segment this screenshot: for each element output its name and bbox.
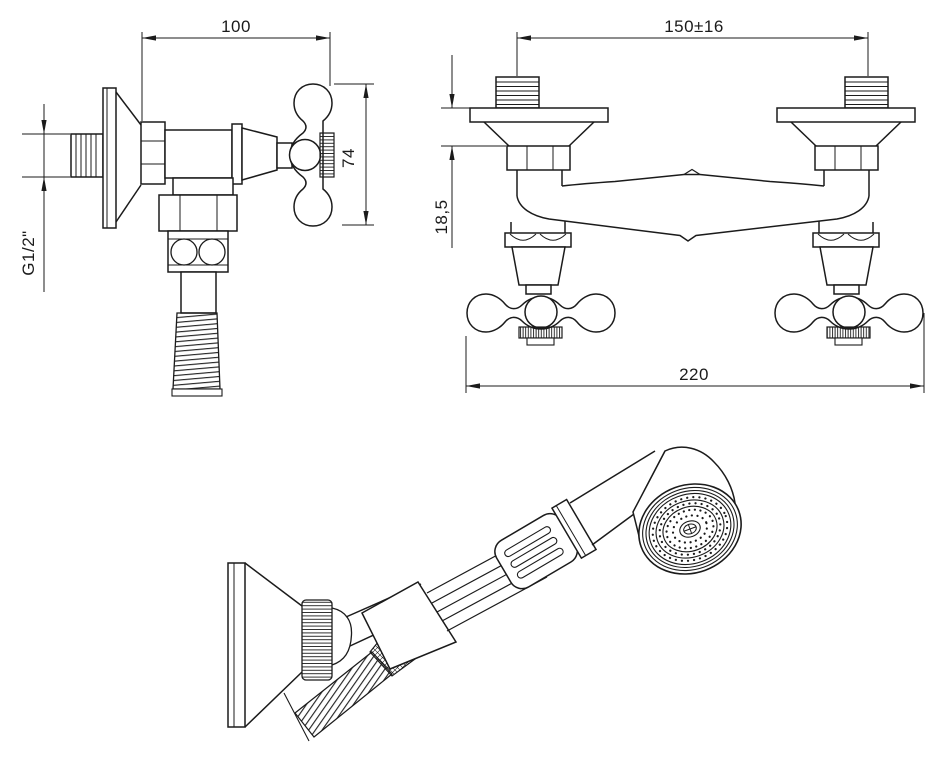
swivel-ball — [331, 607, 353, 666]
arrowhead-icon — [449, 146, 455, 160]
dim-185-label: 18,5 — [432, 199, 451, 234]
escutcheon-left — [469, 107, 609, 171]
valve-left — [466, 232, 616, 346]
cross-handle-side — [288, 83, 335, 227]
wall-bracket — [227, 562, 422, 728]
arrowhead-icon — [363, 84, 369, 98]
dimension-overall-220: 220 — [465, 313, 925, 393]
knurl-ring-side — [319, 132, 335, 178]
wall-escutcheon — [102, 87, 142, 229]
wall-nipple — [70, 133, 104, 178]
hose-break-line — [283, 692, 310, 742]
nozzle-dot-ring — [658, 502, 722, 556]
arrowhead-icon — [363, 211, 369, 225]
dim-220-label: 220 — [679, 365, 709, 384]
arrowhead-icon — [316, 35, 330, 41]
valve-right — [774, 232, 924, 346]
bell-crease — [643, 450, 666, 492]
knurl-ring-bracket — [301, 599, 333, 681]
flex-hose-side — [171, 312, 223, 397]
nozzle-dot-ring — [651, 496, 729, 562]
grip-slot — [510, 536, 558, 568]
arrowhead-icon — [517, 35, 531, 41]
grip-slot — [516, 547, 564, 579]
handle-hub — [288, 138, 322, 172]
dim-100-label: 100 — [221, 17, 251, 36]
flex-hose-handshower — [283, 651, 393, 742]
nozzle-dot-ring — [665, 508, 715, 550]
escutcheon-right — [776, 107, 916, 171]
dimension-depth-185: 18,5 — [432, 55, 506, 248]
arrowhead-icon — [466, 383, 480, 389]
front-view: 150±16 18,5 220 — [432, 17, 925, 393]
shower-neck — [569, 450, 656, 546]
dim-74-label: 74 — [339, 148, 358, 168]
thread-callout-g12: G1/2" — [19, 104, 70, 292]
handle-grip — [494, 498, 598, 590]
inlet-thread-right — [844, 76, 889, 109]
handle-hub — [832, 295, 866, 329]
handle-hub — [524, 295, 558, 329]
knurl-skirt — [518, 326, 563, 339]
center-screw — [683, 523, 697, 535]
dimension-centers-150: 150±16 — [516, 17, 869, 76]
dimension-width-100: 100 — [141, 17, 331, 121]
hand-shower-view — [227, 446, 742, 742]
inlet-thread-left — [495, 76, 540, 109]
arrowhead-icon — [854, 35, 868, 41]
knurl-skirt — [826, 326, 871, 339]
arrowhead-icon — [910, 383, 924, 389]
arrowhead-icon — [449, 94, 455, 108]
dimension-height-74: 74 — [334, 83, 374, 226]
arrowhead-icon — [142, 35, 156, 41]
spray-face — [638, 483, 742, 575]
side-view: 100 74 G1/2" — [19, 17, 374, 397]
arrowhead-icon — [41, 177, 47, 191]
grip-slot — [504, 526, 552, 558]
outlet-stack — [158, 177, 238, 314]
arrowhead-icon — [41, 120, 47, 134]
mixer-body — [510, 168, 874, 242]
nozzle-dot-ring — [671, 514, 709, 544]
valve-body-side — [140, 121, 293, 185]
grip-collar — [550, 498, 598, 560]
dim-150-label: 150±16 — [664, 17, 724, 36]
thread-size-label: G1/2" — [19, 230, 38, 275]
holder-clip — [361, 581, 458, 670]
